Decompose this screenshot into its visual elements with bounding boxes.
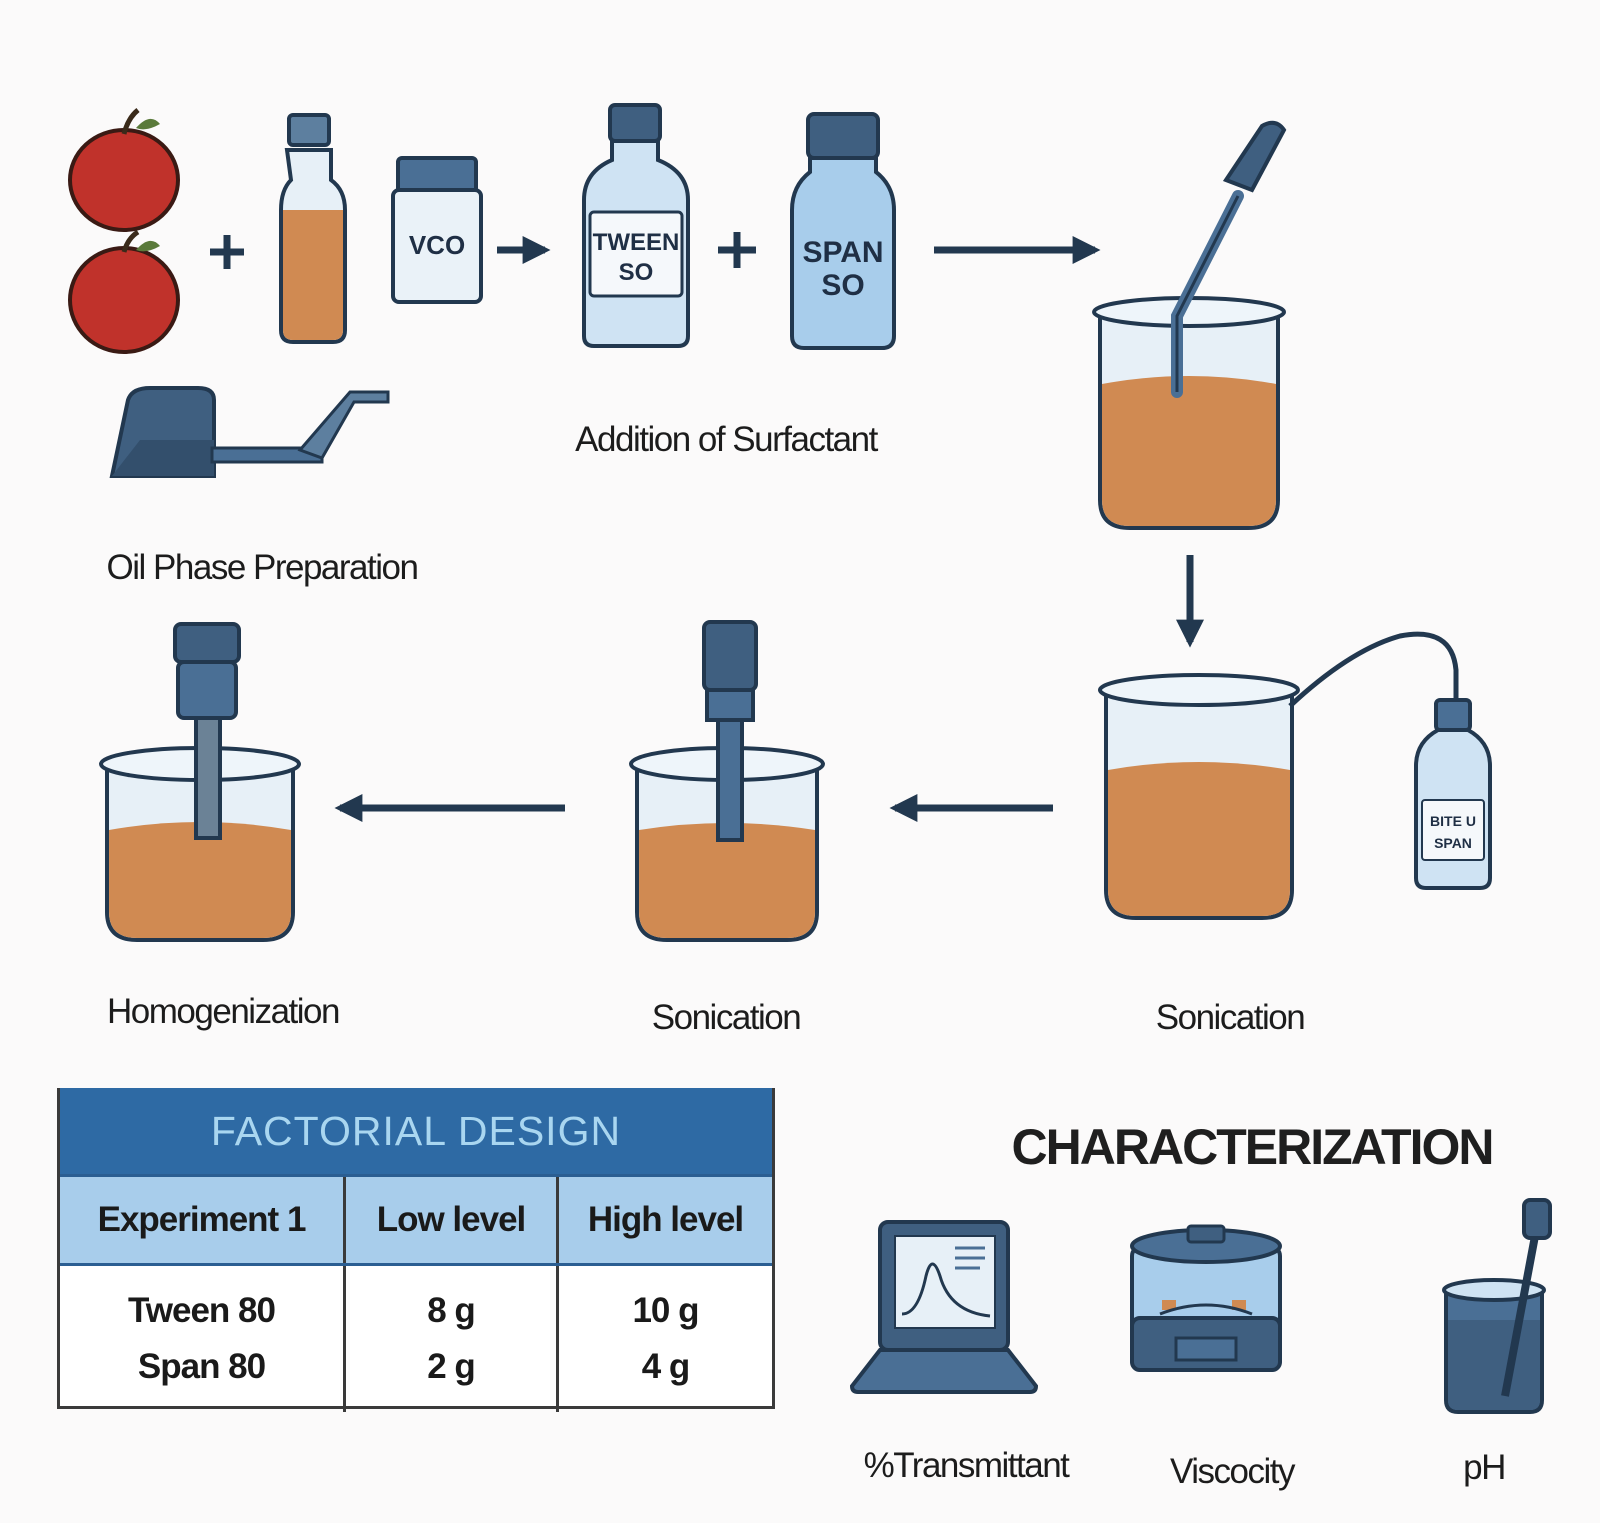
high-level-value: 4 g bbox=[641, 1347, 691, 1386]
high-level-value: 10 g bbox=[632, 1291, 699, 1330]
viscosity-label: Viscocity bbox=[1170, 1452, 1295, 1491]
vco-label: VCO bbox=[409, 230, 465, 260]
factorial-design-title: FACTORIAL DESIGN bbox=[60, 1088, 772, 1174]
header-experiment: Experiment 1 bbox=[97, 1200, 307, 1239]
oil-phase-label: Oil Phase Preparation bbox=[106, 548, 419, 587]
surfactant-label: Addition of Surfactant bbox=[575, 420, 878, 459]
tween-label: TWEEN bbox=[593, 229, 680, 256]
factor-names-cell: Tween 80 Span 80 bbox=[60, 1266, 343, 1412]
spectrophotometer-laptop-icon bbox=[849, 1220, 1039, 1394]
homogenization-label: Homogenization bbox=[107, 992, 340, 1031]
beaker-with-bottle-icon: BITE U SPAN bbox=[1098, 631, 1492, 920]
factor-name: Tween 80 bbox=[128, 1291, 276, 1330]
apple-icon bbox=[68, 108, 180, 232]
transmittance-label: %Transmittant bbox=[863, 1446, 1070, 1485]
span-label: SPAN bbox=[802, 236, 883, 269]
tween-bottle-icon: TWEEN SO bbox=[582, 103, 690, 348]
low-level-value: 2 g bbox=[427, 1347, 476, 1386]
header-low-level: Low level bbox=[343, 1177, 556, 1263]
header-high-level: High level bbox=[556, 1177, 772, 1263]
apple-icon bbox=[68, 229, 180, 354]
table-header-row: Experiment 1 Low level High level bbox=[60, 1174, 772, 1266]
bottle-label: BITE U bbox=[1430, 813, 1476, 829]
low-level-value: 8 g bbox=[427, 1291, 476, 1330]
oil-tube-icon bbox=[279, 113, 347, 344]
sonication-right-label: Sonication bbox=[1155, 998, 1306, 1037]
scoop-icon bbox=[109, 386, 390, 478]
factor-name: Span 80 bbox=[137, 1347, 266, 1386]
sonication-middle-label: Sonication bbox=[651, 998, 802, 1037]
homogenizer-beaker-icon bbox=[99, 622, 301, 942]
plus-icon bbox=[210, 235, 244, 269]
sonicator-beaker-icon bbox=[629, 620, 825, 942]
tween-label-number: SO bbox=[619, 259, 654, 286]
bottle-label-second-line: SPAN bbox=[1434, 835, 1472, 851]
characterization-title: CHARACTERIZATION bbox=[1011, 1119, 1495, 1175]
ph-meter-icon bbox=[1442, 1198, 1552, 1414]
vco-jar-icon: VCO bbox=[391, 156, 483, 304]
span-label-number: SO bbox=[821, 269, 864, 302]
table-body-row: Tween 80 Span 80 8 g 2 g 10 g 4 g bbox=[60, 1266, 772, 1412]
low-level-cell: 8 g 2 g bbox=[343, 1266, 556, 1412]
plus-icon bbox=[718, 232, 756, 268]
high-level-cell: 10 g 4 g bbox=[556, 1266, 772, 1412]
factorial-design-table: FACTORIAL DESIGN Experiment 1 Low level … bbox=[57, 1088, 775, 1412]
beaker-with-dropper-icon bbox=[1092, 120, 1287, 530]
viscometer-icon bbox=[1130, 1224, 1282, 1372]
span-bottle-icon: SPAN SO bbox=[790, 112, 896, 350]
ph-label: pH bbox=[1463, 1448, 1506, 1487]
